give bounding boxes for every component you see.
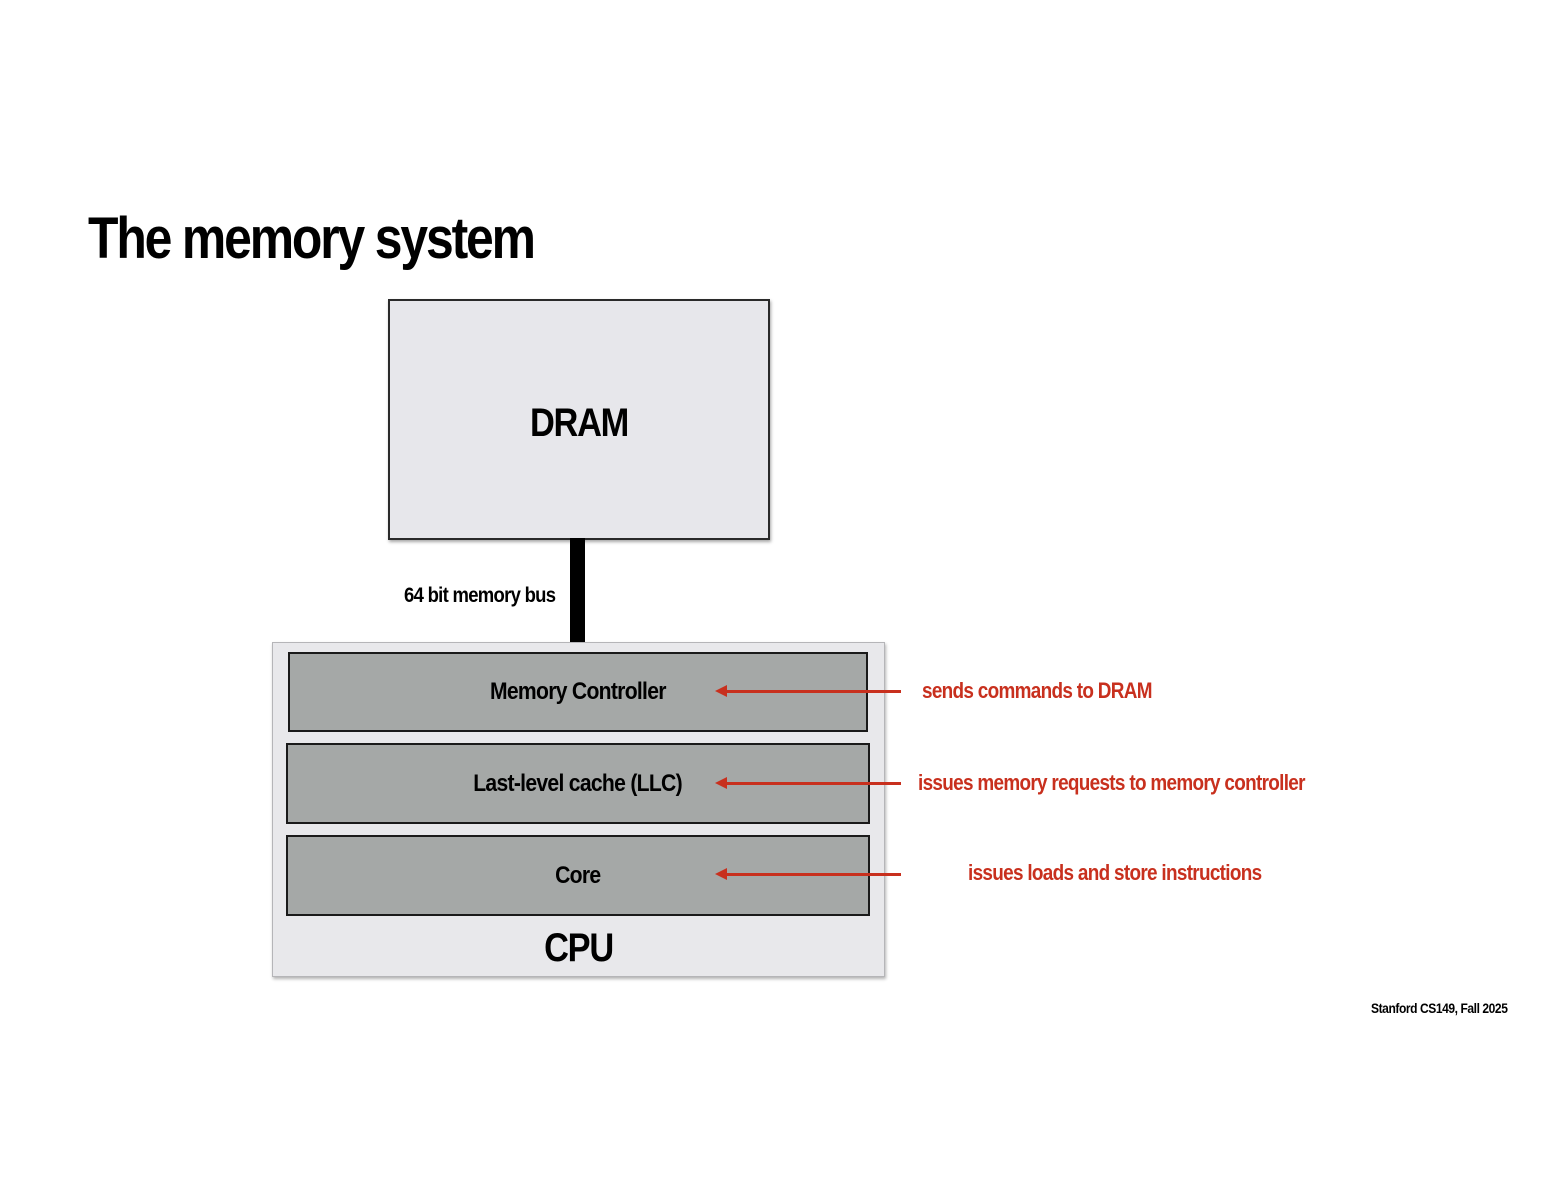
- course-footer: Stanford CS149, Fall 2025: [1371, 1000, 1508, 1016]
- llc-layer: Last-level cache (LLC): [286, 743, 870, 824]
- dram-label: DRAM: [529, 401, 629, 445]
- memory-controller-label: Memory Controller: [490, 678, 666, 705]
- core-annotation: issues loads and store instructions: [968, 860, 1262, 885]
- memory-bus-label: 64 bit memory bus: [404, 584, 556, 607]
- dram-box: DRAM: [388, 299, 770, 540]
- cpu-box: Memory Controller Last-level cache (LLC)…: [272, 642, 885, 977]
- arrow-left-icon: [715, 868, 901, 880]
- memory-controller-layer: Memory Controller: [288, 652, 868, 732]
- memory-controller-annotation: sends commands to DRAM: [922, 678, 1152, 703]
- memory-bus: [570, 538, 585, 643]
- slide-title: The memory system: [88, 206, 536, 271]
- llc-label: Last-level cache (LLC): [473, 769, 683, 797]
- arrow-left-icon: [715, 685, 901, 697]
- cpu-label: CPU: [544, 926, 614, 970]
- llc-annotation: issues memory requests to memory control…: [918, 770, 1305, 795]
- arrow-left-icon: [715, 777, 901, 789]
- core-label: Core: [555, 861, 601, 889]
